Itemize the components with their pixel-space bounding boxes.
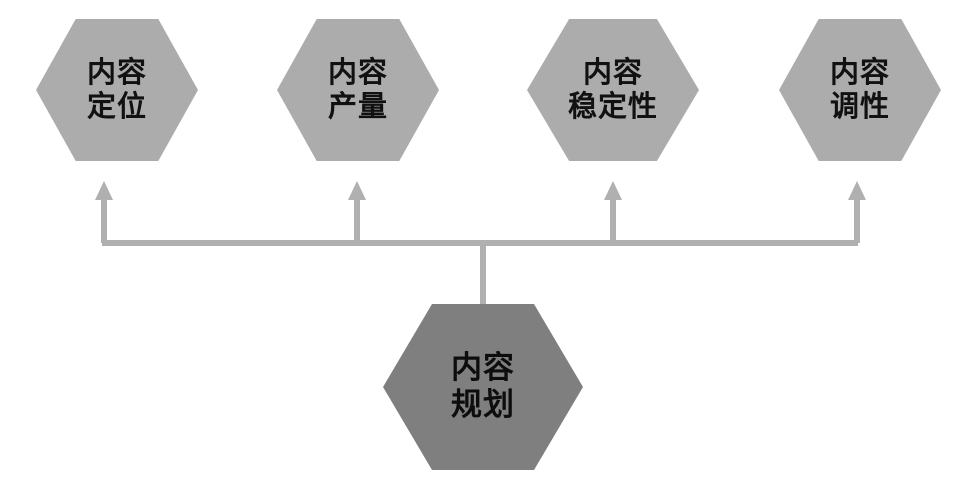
- node-shape-content-planning: [383, 304, 583, 470]
- connector-arrowhead-content-output: [348, 181, 366, 200]
- connector-arrowhead-content-tonality: [848, 181, 866, 200]
- node-shape-content-positioning: [36, 19, 198, 161]
- connector-arrowhead-content-positioning: [95, 181, 113, 200]
- connector-group: [95, 181, 866, 307]
- node-shape-content-output: [277, 19, 439, 161]
- node-shape-content-tonality: [779, 19, 941, 161]
- node-shapes-group: [36, 19, 941, 470]
- connector-arrowhead-content-stability: [604, 181, 622, 200]
- node-shape-content-stability: [527, 19, 699, 161]
